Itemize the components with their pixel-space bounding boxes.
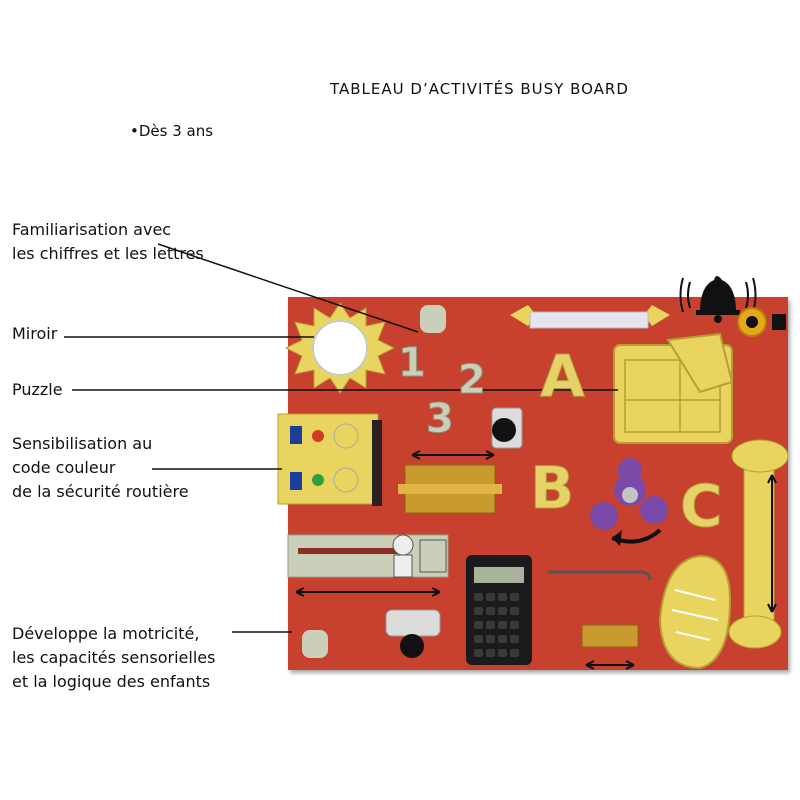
traffic-light-box	[277, 413, 382, 506]
page-title: TABLEAU D’ACTIVITÉS BUSY BOARD	[330, 80, 629, 98]
label-securite: Sensibilisation au code couleur de la sé…	[12, 434, 189, 501]
latch-icon	[398, 450, 502, 514]
digit-one[interactable]: 1	[398, 340, 427, 387]
bolt-icon	[581, 624, 639, 670]
age-note: •Dès 3 ans	[130, 122, 214, 140]
label-familiarisation: Familiarisation avec les chiffres et les…	[12, 220, 204, 263]
digit-three[interactable]: 3	[426, 396, 455, 443]
slider-track	[287, 534, 449, 597]
wheel-icon	[491, 407, 523, 449]
label-miroir: Miroir	[12, 324, 58, 343]
letter-a[interactable]: A	[540, 342, 586, 411]
cloud-icon	[731, 439, 789, 473]
letter-c[interactable]: C	[680, 472, 724, 541]
puzzle-icon	[613, 332, 734, 444]
digit-two[interactable]: 2	[458, 357, 487, 404]
label-puzzle: Puzzle	[12, 380, 63, 399]
fidget-spinner-icon	[590, 458, 668, 546]
sun-mirror-icon	[284, 302, 396, 394]
callout-line-familiarisation	[157, 243, 419, 333]
shoe-icon	[658, 554, 732, 670]
letter-b[interactable]: B	[529, 454, 575, 523]
bell-icon	[679, 276, 757, 323]
label-motricite: Développe la motricité, les capacités se…	[12, 624, 216, 691]
castor-wheel-icon	[385, 609, 441, 658]
cloud-icon	[728, 615, 782, 649]
calculator-icon[interactable]	[466, 555, 532, 665]
vertical-slider	[728, 439, 789, 649]
